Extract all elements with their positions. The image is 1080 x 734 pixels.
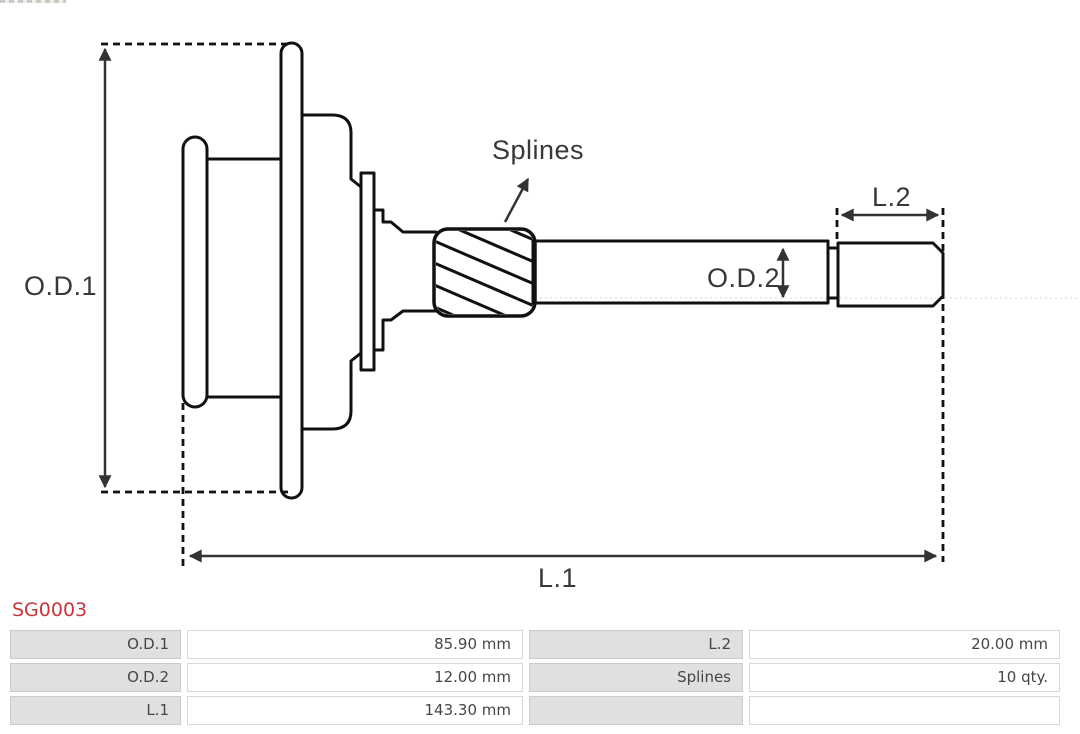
gear-outline: [181, 41, 945, 500]
spec-value: 85.90 mm: [187, 630, 523, 659]
extension-lines: [101, 42, 945, 567]
spec-table: O.D.1 85.90 mm L.2 20.00 mm O.D.2 12.00 …: [10, 630, 1060, 725]
technical-drawing: O.D.1 Splines O.D.2 L.2 L.1: [24, 41, 1078, 593]
l2-label: L.2: [872, 182, 911, 212]
partial-logo-strip: [0, 0, 66, 3]
step-top: [372, 208, 438, 234]
dimension-lines: [98, 47, 940, 563]
spec-value: 10 qty.: [749, 663, 1060, 692]
spec-label: Splines: [529, 663, 743, 692]
l1-label: L.1: [538, 563, 577, 593]
shaft-end-cap: [836, 241, 945, 308]
spec-value: 20.00 mm: [749, 630, 1060, 659]
splines-label: Splines: [492, 135, 584, 165]
spec-label: O.D.1: [10, 630, 181, 659]
bell-bottom: [300, 351, 363, 431]
product-code: SG0003: [12, 599, 88, 621]
spec-label: [529, 696, 743, 725]
back-plate: [359, 171, 376, 372]
od1-label: O.D.1: [24, 271, 97, 301]
spec-label: L.2: [529, 630, 743, 659]
spec-label: L.1: [10, 696, 181, 725]
od2-label: O.D.2: [707, 263, 780, 293]
splines-pointer-arrow: [503, 177, 530, 223]
bell-top: [300, 113, 363, 189]
spec-label: O.D.2: [10, 663, 181, 692]
spline-hatch: [436, 231, 533, 314]
spec-value: [749, 696, 1060, 725]
spline-block: [432, 227, 537, 318]
spec-value: 143.30 mm: [187, 696, 523, 725]
main-disc: [279, 41, 304, 500]
front-flange: [181, 135, 209, 409]
spec-value: 12.00 mm: [187, 663, 523, 692]
step-bottom: [372, 309, 438, 352]
